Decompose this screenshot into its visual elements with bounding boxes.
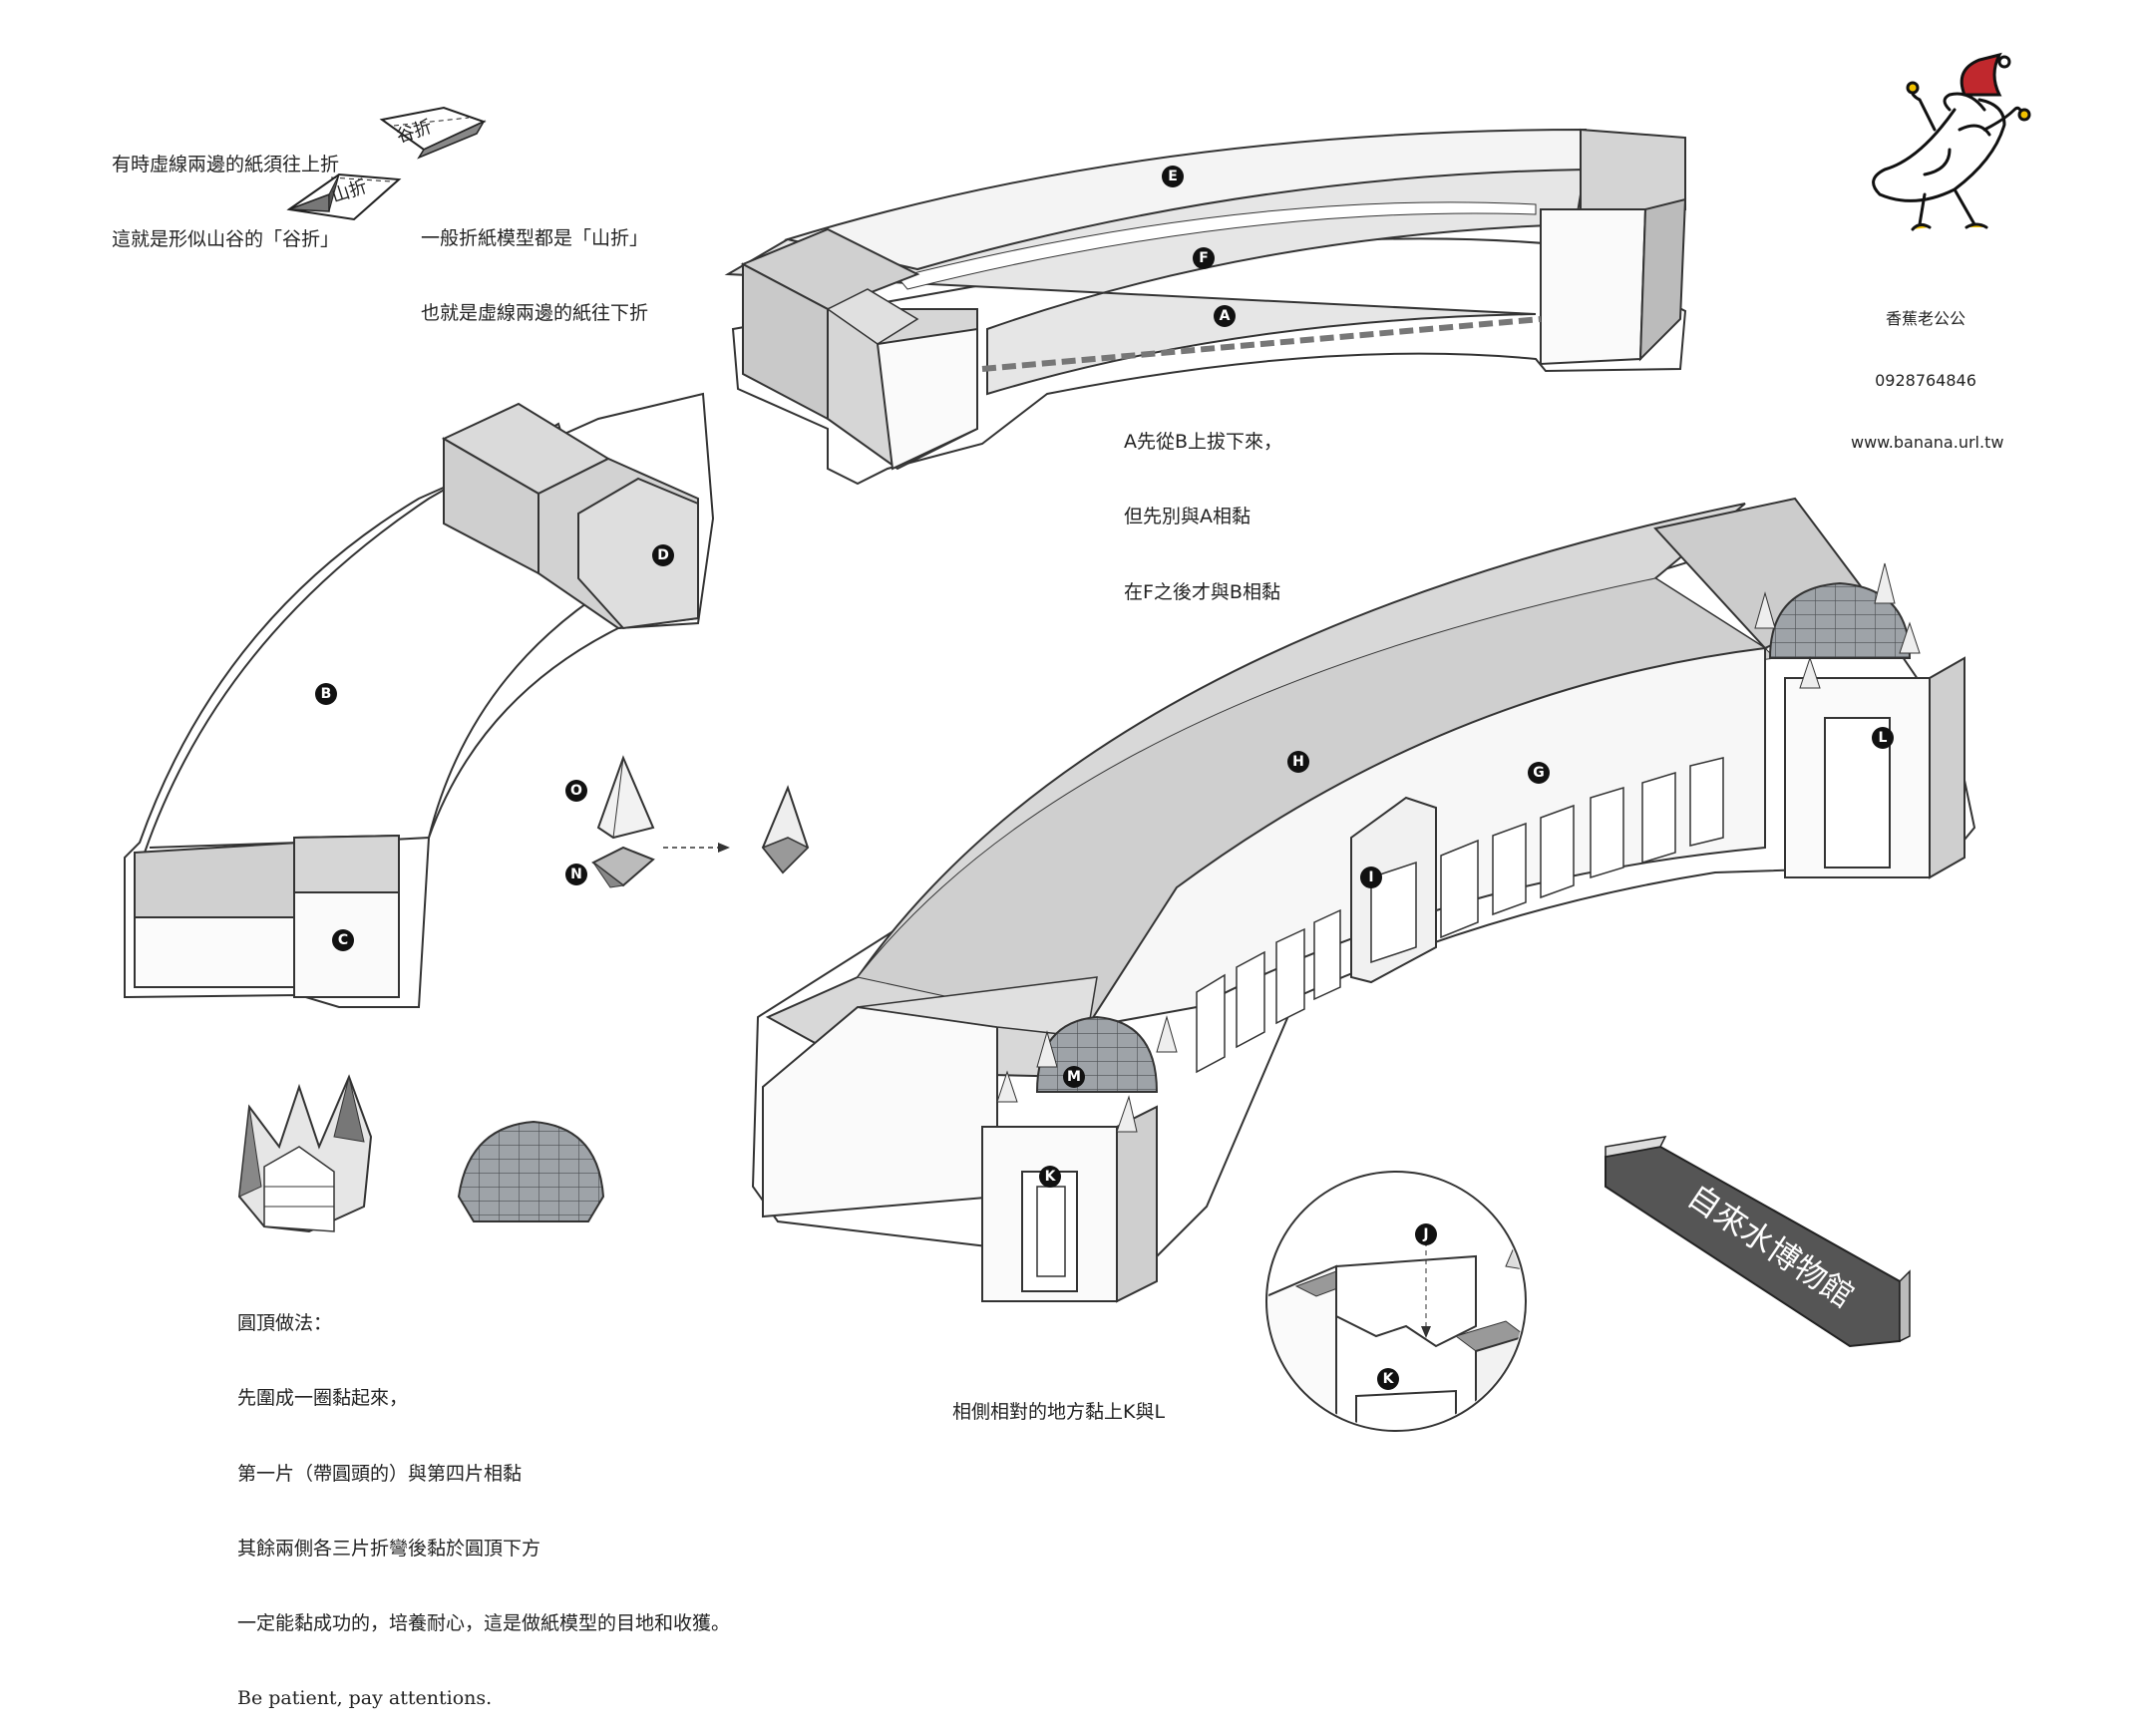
pyramid-assembled (761, 785, 810, 874)
pyramid-n (591, 846, 655, 888)
dome-method-note: 圓頂做法： 先圍成一圈黏起來， 第一片（帶圓頭的）與第四片相黏 其餘兩側各三片折… (237, 1261, 730, 1736)
detail-circle (1265, 1171, 1527, 1432)
dome-unassembled (237, 1074, 373, 1233)
marker-j: J (1415, 1223, 1437, 1245)
pyramid-o (596, 755, 655, 840)
mountain-fold-note: 一般折紙模型都是「山折」 也就是虛線兩邊的紙往下折 (421, 176, 648, 352)
kl-note: 相側相對的地方黏上K與L (952, 1350, 1165, 1450)
note-line: 第一片（帶圓頭的）與第四片相黏 (237, 1462, 523, 1485)
marker-n: N (565, 864, 587, 885)
arrow-icon (663, 843, 730, 853)
note-line: 一般折紙模型都是「山折」 (421, 227, 649, 250)
svg-text:I: I (1368, 869, 1373, 885)
museum-sign: 自來水博物館 (1605, 1136, 1911, 1348)
svg-text:J: J (1422, 1226, 1428, 1242)
marker-h: H (1287, 751, 1309, 773)
note-line: 圓頂做法： (237, 1312, 333, 1335)
svg-text:O: O (570, 783, 582, 799)
note-line: 相側相對的地方黏上K與L (952, 1401, 1166, 1424)
svg-text:K: K (1045, 1169, 1057, 1185)
brand-phone: 0928764846 (1875, 370, 1976, 390)
svg-text:F: F (1199, 250, 1209, 266)
marker-m: M (1063, 1066, 1085, 1088)
note-line: 這就是形似山谷的「谷折」 (112, 228, 340, 251)
note-line: 有時虛線兩邊的紙須往上折 (112, 154, 340, 176)
note-line: 但先別與A相黏 (1124, 506, 1250, 528)
svg-text:K: K (1383, 1371, 1395, 1387)
brand-info: 香蕉老公公 0928764846 www.banana.url.tw (1851, 267, 2004, 475)
marker-i: I (1360, 867, 1382, 888)
brand-name: 香蕉老公公 (1885, 308, 1965, 328)
valley-fold-note: 有時虛線兩邊的紙須往上折 這就是形似山谷的「谷折」 (112, 103, 339, 278)
mountain-fold-icon (286, 173, 402, 221)
marker-g: G (1528, 762, 1550, 784)
svg-text:L: L (1879, 730, 1888, 746)
note-line: 在F之後才與B相黏 (1124, 580, 1280, 603)
marker-b: B (315, 683, 337, 705)
marker-f: F (1193, 247, 1215, 269)
note-line-en: Be patient, pay attentions. (237, 1687, 493, 1710)
svg-text:C: C (338, 932, 348, 948)
marker-e: E (1162, 166, 1184, 187)
piece-aef (724, 128, 1687, 486)
assembly-diagram: 自來水博物館 E F A D B C O N H G I L M K J K (124, 52, 2031, 1432)
marker-k-detail: K (1377, 1368, 1399, 1390)
svg-text:D: D (657, 547, 669, 563)
svg-text:G: G (1533, 765, 1545, 781)
piece-bcd (124, 392, 715, 1008)
glue-order-note: A先從B上拔下來， 但先別與A相黏 在F之後才與B相黏 (1124, 380, 1282, 630)
valley-fold-icon (379, 106, 487, 160)
marker-a: A (1214, 305, 1236, 327)
svg-text:A: A (1220, 308, 1231, 324)
note-line: 其餘兩側各三片折彎後黏於圓頂下方 (237, 1537, 541, 1560)
brand-url: www.banana.url.tw (1851, 433, 2004, 453)
main-building (751, 497, 1976, 1303)
note-line: 也就是虛線兩邊的紙往下折 (421, 302, 649, 325)
note-line: A先從B上拔下來， (1124, 431, 1283, 454)
dome-assembled (457, 1120, 605, 1222)
marker-c: C (332, 929, 354, 951)
svg-text:B: B (321, 686, 332, 702)
note-line: 一定能黏成功的，培養耐心，這是做紙模型的目地和收獲。 (237, 1612, 731, 1635)
marker-d: D (652, 544, 674, 566)
marker-l: L (1872, 727, 1894, 749)
svg-text:E: E (1168, 169, 1178, 184)
banana-mascot-logo (1872, 52, 2031, 231)
marker-o: O (565, 780, 587, 802)
marker-k: K (1039, 1166, 1061, 1188)
note-line: 先圍成一圈黏起來， (237, 1387, 409, 1410)
svg-text:M: M (1067, 1069, 1081, 1085)
svg-text:N: N (570, 867, 582, 882)
svg-text:H: H (1292, 754, 1304, 770)
